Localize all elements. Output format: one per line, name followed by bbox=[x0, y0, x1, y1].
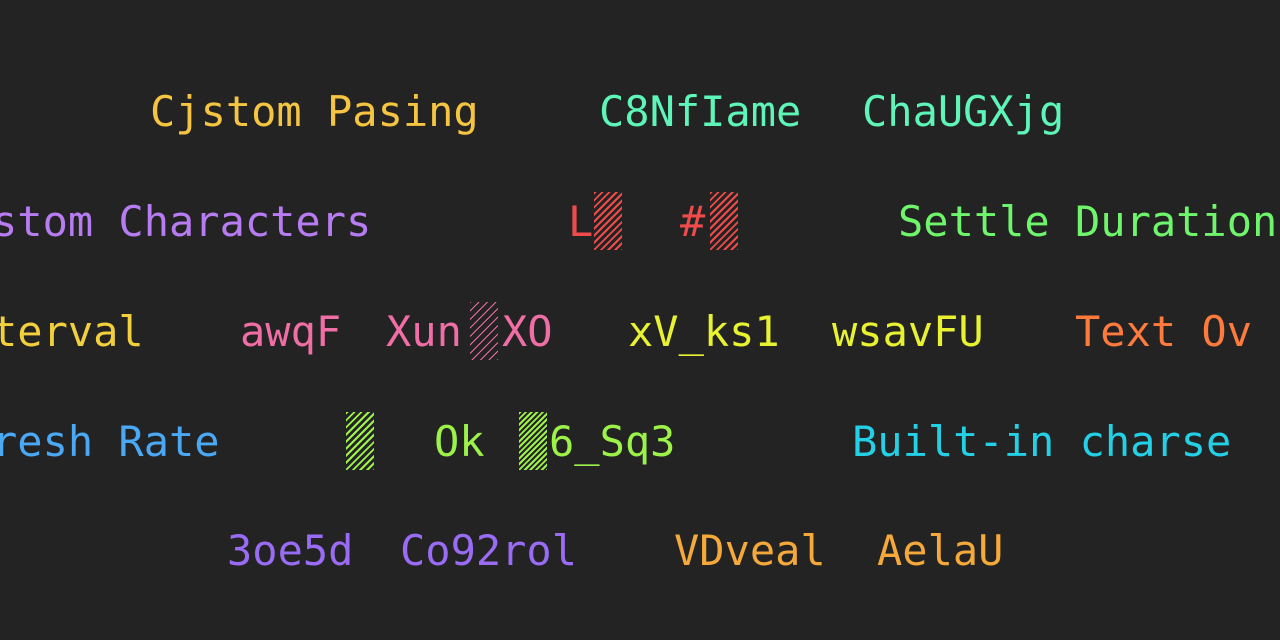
scrambled-word: AelaU bbox=[877, 526, 1004, 575]
scrambled-word: Settle Duration bbox=[898, 197, 1278, 246]
scrambled-word: Built-in charse bbox=[852, 417, 1232, 466]
scrambled-word: VDveal bbox=[674, 526, 826, 575]
scrambled-word: Cjstom Pasing bbox=[150, 87, 479, 136]
glitch-block bbox=[346, 412, 374, 470]
scrambled-word: XO bbox=[502, 307, 553, 356]
scrambled-word: xV_ks1 bbox=[628, 307, 780, 356]
scrambled-word: ChaUGXjg bbox=[862, 87, 1065, 136]
scrambled-word: L bbox=[568, 197, 594, 246]
scrambled-word: Xun bbox=[386, 307, 462, 356]
scrambled-word: wsavFU bbox=[832, 307, 984, 356]
scrambled-word: resh Rate bbox=[0, 417, 220, 466]
scrambled-word: awqF bbox=[240, 307, 342, 356]
scrambled-word: 3oe5d bbox=[227, 526, 354, 575]
glitch-block bbox=[519, 412, 547, 470]
scrambled-word: Text Ov bbox=[1075, 307, 1253, 356]
glitch-block bbox=[470, 302, 498, 360]
scrambled-word: # bbox=[680, 197, 706, 246]
scrambled-word: 6_Sq3 bbox=[549, 417, 676, 466]
scrambled-word: Ok bbox=[434, 417, 485, 466]
scrambled-word: stom Characters bbox=[0, 197, 372, 246]
scrambled-word: terval bbox=[0, 307, 144, 356]
glitch-block bbox=[594, 192, 622, 250]
glitch-block bbox=[710, 192, 738, 250]
scrambled-word: C8NfIame bbox=[599, 87, 802, 136]
scrambled-word: Co92rol bbox=[400, 526, 578, 575]
